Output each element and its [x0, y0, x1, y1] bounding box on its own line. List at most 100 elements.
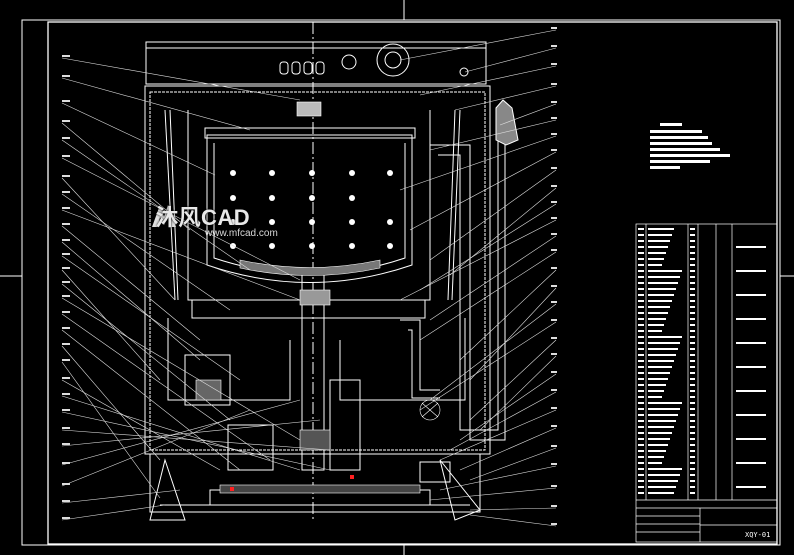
parts-row-name: [648, 474, 680, 476]
parts-row-qty: [690, 354, 695, 356]
parts-row-qty: [690, 438, 695, 440]
callout-number-right: [551, 149, 557, 151]
parts-row-name: [648, 330, 662, 332]
callout-number-right: [551, 485, 557, 487]
parts-row-qty: [690, 414, 695, 416]
parts-row-name: [648, 492, 674, 494]
parts-row-index: [638, 384, 644, 386]
callout-number-right: [551, 233, 557, 235]
leader-line-right: [469, 287, 557, 381]
leader-line-right: [419, 251, 557, 341]
parts-row-qty: [690, 480, 695, 482]
parts-row-index: [638, 492, 644, 494]
leader-line-right: [439, 409, 557, 461]
callout-number-left: [62, 281, 70, 283]
parts-row-index: [638, 306, 644, 308]
callout-number-left: [62, 427, 70, 429]
callout-number-right: [551, 267, 557, 269]
callout-number-left: [62, 393, 70, 395]
callout-number-left: [62, 120, 70, 122]
callout-number-left: [62, 483, 70, 485]
leader-line-left: [61, 419, 321, 447]
callout-number-left: [62, 311, 70, 313]
parts-row-name: [648, 342, 680, 344]
callout-number-left: [62, 462, 70, 464]
parts-row-qty: [690, 324, 695, 326]
parts-row-index: [638, 372, 644, 374]
callout-number-left: [62, 175, 70, 177]
parts-row-index: [638, 348, 644, 350]
parts-row-qty: [690, 396, 695, 398]
parts-row-index: [638, 276, 644, 278]
leader-line-right: [449, 187, 557, 276]
parts-row-material: [736, 294, 766, 296]
parts-row-name: [648, 258, 664, 260]
parts-row-index: [638, 390, 644, 392]
callout-number-left: [62, 100, 70, 102]
parts-row-qty: [690, 366, 695, 368]
parts-row-name: [648, 252, 666, 254]
parts-row-index: [638, 264, 644, 266]
parts-row-name: [648, 300, 672, 302]
parts-row-name: [648, 402, 682, 404]
parts-row-index: [638, 462, 644, 464]
leader-line-left: [61, 255, 241, 381]
parts-row-qty: [690, 348, 695, 350]
callout-number-right: [551, 505, 557, 507]
leader-line-left: [61, 102, 216, 176]
parts-row-qty: [690, 456, 695, 458]
callout-number-left: [62, 75, 70, 77]
leader-line-right: [429, 487, 557, 501]
callout-number-left: [62, 137, 70, 139]
parts-row-name: [648, 294, 674, 296]
callout-number-left: [62, 295, 70, 297]
parts-row-name: [648, 414, 678, 416]
parts-row-index: [638, 432, 644, 434]
parts-row-name: [648, 486, 676, 488]
leader-line-left: [61, 395, 301, 471]
parts-row-qty: [690, 282, 695, 284]
leader-line-left: [61, 297, 301, 441]
leader-line-right: [449, 391, 557, 451]
parts-row-index: [638, 246, 644, 248]
parts-row-material: [736, 246, 766, 248]
callout-number-right: [551, 185, 557, 187]
parts-row-qty: [690, 444, 695, 446]
parts-row-qty: [690, 384, 695, 386]
callout-number-right: [551, 371, 557, 373]
callout-number-right: [551, 301, 557, 303]
parts-row-qty: [690, 462, 695, 464]
leader-line-left: [61, 269, 161, 381]
leader-line-left: [61, 177, 176, 301]
red-markers: [230, 475, 354, 491]
leader-line-left: [61, 139, 251, 271]
callout-number-right: [551, 217, 557, 219]
leader-line-left: [61, 361, 161, 499]
parts-row-qty: [690, 264, 695, 266]
callout-number-right: [551, 319, 557, 321]
leader-line-left: [61, 57, 301, 101]
parts-row-index: [638, 438, 644, 440]
parts-row-name: [648, 456, 664, 458]
parts-row-name: [648, 408, 680, 410]
parts-row-index: [638, 366, 644, 368]
callout-number-left: [62, 239, 70, 241]
parts-row-index: [638, 312, 644, 314]
parts-row-name: [648, 288, 676, 290]
parts-row-qty: [690, 330, 695, 332]
leader-line-right: [499, 103, 557, 126]
parts-row-qty: [690, 408, 695, 410]
parts-row-index: [638, 252, 644, 254]
section-hatching: [195, 101, 441, 494]
callout-number-left: [62, 223, 70, 225]
control-panel-features: [279, 43, 469, 77]
parts-row-name: [648, 378, 668, 380]
leader-line-left: [61, 329, 241, 471]
callout-number-left: [62, 359, 70, 361]
callout-number-left: [62, 155, 70, 157]
parts-row-name: [648, 270, 682, 272]
parts-row-index: [638, 234, 644, 236]
parts-row-index: [638, 402, 644, 404]
callout-number-right: [551, 285, 557, 287]
